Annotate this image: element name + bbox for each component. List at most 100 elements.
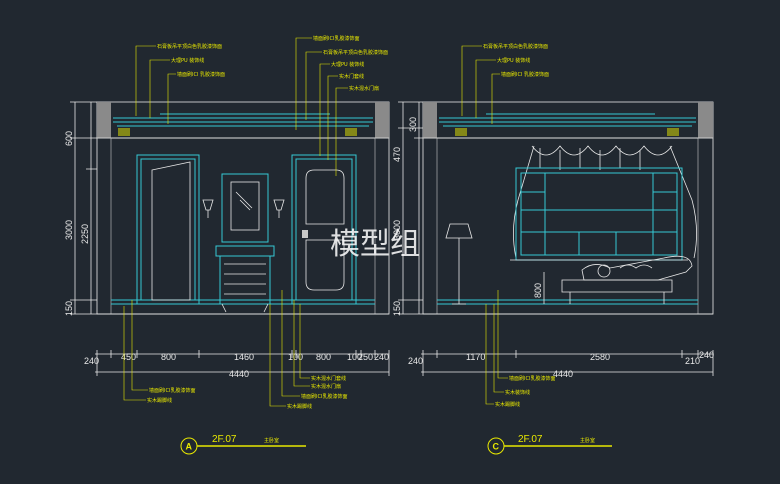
mirror-reflection (235, 191, 253, 211)
bottom-dim-210: 210 (685, 356, 700, 366)
floor-lamp-icon (445, 223, 473, 305)
bottom-dim-1170: 1170 (466, 352, 485, 362)
bottom-right-note-a-3: 墙面刷ICI乳胶漆饰面 (301, 393, 347, 400)
bottom-dim-240-right-c: 240 (699, 350, 714, 360)
bottom-dim-lines-a (95, 350, 390, 376)
left-dim-150: 150 (64, 301, 74, 316)
bottom-dim-450: 450 (121, 352, 136, 362)
left-dim-600: 600 (64, 131, 74, 146)
door-leaf-left (151, 161, 191, 301)
bottom-dim-2580: 2580 (590, 352, 610, 362)
top-note-c-3: 墙面刷ICI 乳胶漆饰面 (501, 71, 549, 78)
left-dim-3000: 3000 (64, 220, 74, 240)
right-top-note-a-2: 石膏板吊平顶白色乳胶漆饰面 (323, 49, 388, 56)
right-top-note-a-3: 大理PU 装饰线 (331, 61, 364, 68)
ceiling-wall-right-c (698, 102, 713, 138)
dresser-body (219, 255, 271, 305)
dresser-top (215, 245, 275, 257)
elevation-marker-a-label: A (186, 442, 193, 452)
bottom-dim-lines-c (421, 350, 714, 376)
right-top-note-a-4: 实木门套线 (339, 73, 364, 80)
door-panel-lower (305, 239, 345, 291)
top-note-a-1: 石膏板吊平顶白色乳胶漆饰面 (157, 43, 222, 50)
curtain-drapes (513, 145, 697, 259)
bottom-right-note-a-2: 实木混水门扇 (311, 383, 341, 390)
bottom-dim-240-left-a: 240 (84, 356, 99, 366)
bottom-note-c-2: 实木装饰线 (505, 389, 530, 396)
chaise-cushion (597, 264, 611, 278)
bottom-dim-240-right-a: 240 (374, 352, 389, 362)
left-dim-150-c: 150 (392, 301, 402, 316)
ceiling-wall-left-c (423, 102, 437, 138)
wall-lamp-left (202, 199, 214, 218)
bottom-note-c-1: 墙面刷ICI乳胶漆饰面 (509, 375, 555, 382)
skirting-a (111, 299, 375, 305)
title-a: 2F.07 (212, 434, 237, 445)
wall-section-left-a (96, 137, 112, 315)
wall-lamp-right (273, 199, 285, 218)
mirror-glass (230, 181, 260, 231)
watermark-text: 模型组 (330, 227, 420, 262)
subtitle-c: 主卧室 (580, 437, 595, 444)
total-dim-a: 4440 (229, 369, 249, 379)
top-leaders-c (461, 45, 500, 124)
chaise-tufting (619, 264, 653, 269)
door-frame-left-inner (140, 158, 196, 301)
bottom-note-a-2: 实木踢脚线 (147, 397, 172, 404)
subtitle-a: 主卧室 (264, 437, 279, 444)
inner-dim-800: 800 (533, 283, 543, 298)
bottom-dim-1460: 1460 (234, 352, 254, 362)
cornice-block-right-a (345, 128, 357, 136)
curtain-folds (539, 148, 641, 170)
bottom-right-note-a-4: 实木踢脚线 (287, 403, 312, 410)
curtain-valance (531, 145, 673, 156)
cornice-block-left-c (455, 128, 467, 136)
bottom-right-note-a-1: 实木混水门套线 (311, 375, 346, 382)
bottom-dim-240-left-c: 240 (408, 356, 423, 366)
right-top-leaders-a (295, 37, 348, 176)
bottom-note-c-3: 实木踢脚线 (495, 401, 520, 408)
cornice-lines-a (113, 113, 373, 127)
top-note-a-2: 大理PU 装饰线 (171, 57, 204, 64)
window-frame-inner (520, 172, 678, 256)
left-dim-3000-c: 3000 (392, 220, 402, 240)
total-dim-c: 4440 (553, 369, 573, 379)
left-dim-2250: 2250 (80, 224, 90, 244)
top-note-c-1: 石膏板吊平顶白色乳胶漆饰面 (483, 43, 548, 50)
cornice-lines-c (439, 113, 696, 127)
chaise-back (581, 255, 693, 281)
bottom-note-a-1: 墙面刷ICI乳胶漆饰面 (149, 387, 195, 394)
right-top-note-a-1: 墙面刷ICI乳胶漆饰面 (313, 35, 359, 42)
door-frame-left (136, 154, 200, 305)
top-note-a-3: 墙面刷ICI 乳胶漆饰面 (177, 71, 225, 78)
bottom-dim-800-a2: 800 (316, 352, 331, 362)
door-frame-right-inner (295, 158, 353, 301)
dresser-legs (221, 303, 269, 313)
right-top-note-a-5: 实木混水门扇 (349, 85, 379, 92)
title-c: 2F.07 (518, 434, 543, 445)
ceiling-wall-left-a (97, 102, 111, 138)
elevation-marker-c-label: C (493, 442, 500, 452)
bottom-dim-100-a1: 100 (288, 352, 303, 362)
window-frame-outer (515, 167, 683, 261)
dresser-drawers (224, 263, 266, 295)
wall-section-right-a (374, 137, 390, 315)
left-dim-300: 300 (408, 117, 418, 132)
skirting-c (437, 299, 698, 305)
cornice-block-right-c (667, 128, 679, 136)
bottom-dim-100-a2: 100 (347, 352, 362, 362)
left-dim-lines-a (70, 101, 97, 315)
bottom-leaders-a (123, 300, 148, 401)
elevation-a: 600 3000 2250 150 240 450 800 1460 100 8… (64, 35, 390, 455)
left-dim-lines-c (398, 101, 423, 315)
top-leaders-a (135, 45, 176, 124)
top-note-c-2: 大理PU 装饰线 (497, 57, 530, 64)
door-handle-icon (302, 230, 308, 238)
wall-section-left-c (422, 137, 438, 315)
ceiling-wall-right-a (375, 102, 389, 138)
cornice-block-left-a (118, 128, 130, 136)
door-frame-right (291, 154, 357, 305)
wall-frame-c (422, 137, 714, 315)
left-dim-470: 470 (392, 147, 402, 162)
